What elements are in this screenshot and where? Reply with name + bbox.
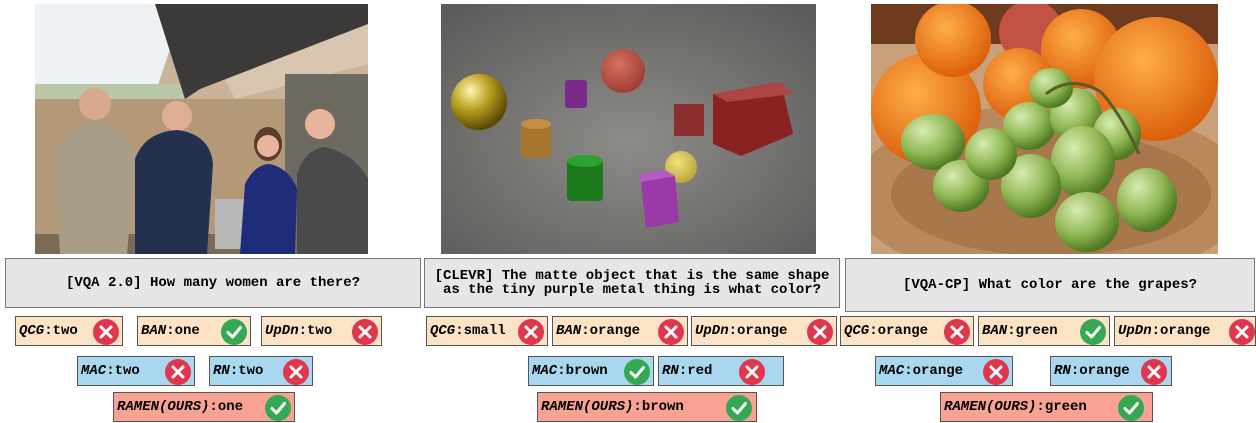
cross-icon <box>518 319 544 345</box>
answer-rn: RN:red <box>658 356 784 386</box>
cross-icon <box>1141 359 1167 385</box>
cross-icon <box>1229 319 1255 345</box>
answer-text: brown <box>565 363 608 379</box>
answer-text: orange <box>912 363 964 379</box>
model-name: RN <box>213 363 230 379</box>
clevr-render <box>441 4 816 254</box>
answer-text: brown <box>641 399 684 415</box>
check-icon <box>1118 395 1144 421</box>
answer-qcg: QCG:small <box>426 316 548 346</box>
model-name: BAN <box>556 323 582 339</box>
check-icon <box>265 395 291 421</box>
answer-mac: MAC:orange <box>875 356 1013 386</box>
model-name: UpDn <box>265 323 299 339</box>
model-name: RAMEN(OURS) <box>117 399 210 415</box>
cross-icon <box>944 319 970 345</box>
question-box-vqa: [VQA 2.0] How many women are there? <box>5 258 421 308</box>
question-box-clevr: [CLEVR] The matte object that is the sam… <box>424 258 840 308</box>
answer-ramen: RAMEN(OURS):one <box>113 392 295 422</box>
cross-icon <box>658 319 684 345</box>
answer-ramen: RAMEN(OURS):green <box>940 392 1153 422</box>
answer-text: green <box>1044 399 1087 415</box>
answer-ban: BAN:green <box>978 316 1110 346</box>
question-box-vqacp: [VQA-CP] What color are the grapes? <box>845 258 1255 312</box>
check-icon <box>1080 319 1106 345</box>
answer-text: one <box>217 399 244 415</box>
answer-text: two <box>238 363 264 379</box>
answer-qcg: QCG:orange <box>840 316 974 346</box>
check-icon <box>624 359 650 385</box>
answer-text: green <box>1015 323 1058 339</box>
model-name: MAC <box>81 363 107 379</box>
model-name: BAN <box>141 323 167 339</box>
cross-icon <box>739 359 765 385</box>
cross-icon <box>93 319 119 345</box>
model-name: RN <box>1054 363 1071 379</box>
cross-icon <box>983 359 1009 385</box>
model-name: RAMEN(OURS) <box>541 399 634 415</box>
answer-text: orange <box>737 323 788 339</box>
answer-text: small <box>463 323 506 339</box>
cross-icon <box>283 359 309 385</box>
model-name: QCG <box>844 323 870 339</box>
answer-ramen: RAMEN(OURS):brown <box>537 392 757 422</box>
answer-mac: MAC:two <box>77 356 195 386</box>
answer-text: one <box>174 323 200 339</box>
answer-text: orange <box>877 323 929 339</box>
model-name: QCG <box>430 323 456 339</box>
answer-updn: UpDn:orange <box>691 316 837 346</box>
vqa-photo <box>35 4 368 254</box>
answer-text: two <box>114 363 140 379</box>
answer-updn: UpDn:two <box>261 316 382 346</box>
check-icon <box>726 395 752 421</box>
answer-ban: BAN:orange <box>552 316 688 346</box>
answer-rn: RN:two <box>209 356 313 386</box>
model-name: MAC <box>532 363 558 379</box>
model-name: MAC <box>879 363 905 379</box>
model-name: BAN <box>982 323 1008 339</box>
answer-rn: RN:orange <box>1050 356 1172 386</box>
answer-text: orange <box>1079 363 1130 379</box>
answer-mac: MAC:brown <box>528 356 654 386</box>
answer-text: orange <box>1160 323 1211 339</box>
model-name: QCG <box>19 323 45 339</box>
answer-text: orange <box>589 323 641 339</box>
answer-updn: UpDn:orange <box>1114 316 1256 346</box>
cross-icon <box>352 319 378 345</box>
cross-icon <box>807 319 833 345</box>
model-name: UpDn <box>1118 323 1152 339</box>
check-icon <box>221 319 247 345</box>
model-name: RN <box>662 363 679 379</box>
answer-text: two <box>52 323 78 339</box>
model-name: RAMEN(OURS) <box>944 399 1037 415</box>
answer-text: red <box>687 363 713 379</box>
model-name: UpDn <box>695 323 729 339</box>
vqacp-photo <box>871 4 1218 254</box>
answer-ban: BAN:one <box>137 316 251 346</box>
answer-qcg: QCG:two <box>15 316 123 346</box>
answer-text: two <box>307 323 333 339</box>
cross-icon <box>165 359 191 385</box>
